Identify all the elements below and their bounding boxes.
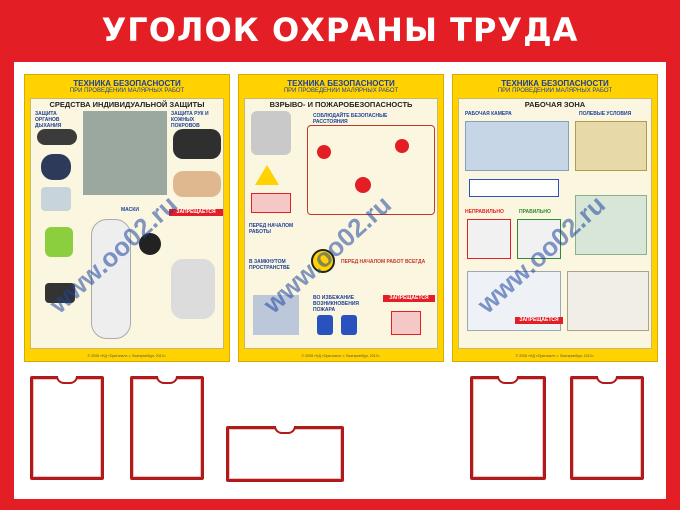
document-pocket[interactable] <box>130 376 204 480</box>
document-pocket[interactable] <box>570 376 644 480</box>
fire-forbidden-image <box>391 311 421 335</box>
scaffold-scene-image <box>567 271 649 331</box>
pocket-notch <box>56 376 78 384</box>
poster-label: В ЗАМКНУТОМ ПРОСТРАНСТВЕ <box>249 259 290 271</box>
poster-label: ПРАВИЛЬНО <box>519 209 551 215</box>
banned-banner: ЗАПРЕЩАЕТСЯ <box>169 209 223 216</box>
headphones-image <box>139 233 161 255</box>
poster-header: ТЕХНИКА БЕЗОПАСНОСТИ <box>73 79 181 88</box>
banned-banner: ЗАПРЕЩАЕТСЯ <box>383 295 435 302</box>
poster-label: НЕПРАВИЛЬНО <box>465 209 504 215</box>
poster-footer: © 2008 «НД «Оригинал», г. Екатеринбург, … <box>301 354 381 358</box>
poster-section-title: ВЗРЫВО- И ПОЖАРОБЕЗОПАСНОСТЬ <box>269 100 413 109</box>
hazard-point-icon <box>395 139 409 153</box>
poster-label: ПОЛЕВЫЕ УСЛОВИЯ <box>579 111 632 117</box>
office-scene-image <box>253 295 299 335</box>
paint-booth-image <box>465 121 569 171</box>
safety-signs-row <box>469 179 559 197</box>
right-example-image <box>517 219 561 259</box>
gloves-image <box>173 129 221 159</box>
stand-board: ТЕХНИКА БЕЗОПАСНОСТИ ПРИ ПРОВЕДЕНИИ МАЛЯ… <box>14 62 666 499</box>
hands-cream-image <box>173 171 221 197</box>
biohazard-icon <box>311 249 335 273</box>
poster-subheader: ПРИ ПРОВЕДЕНИИ МАЛЯРНЫХ РАБОТ <box>497 88 613 94</box>
poster-label: СОБЛЮДАЙТЕ БЕЗОПАСНЫЕ РАССТОЯНИЯ <box>313 113 388 125</box>
poster-work-zone: ТЕХНИКА БЕЗОПАСНОСТИ ПРИ ПРОВЕДЕНИИ МАЛЯ… <box>452 74 658 362</box>
poster-label: РАБОЧАЯ КАМЕРА <box>465 111 512 117</box>
wrong-example-image <box>467 219 511 259</box>
distance-diagram <box>307 125 435 215</box>
coverall-image <box>171 259 215 319</box>
poster-fire-safety: ТЕХНИКА БЕЗОПАСНОСТИ ПРИ ПРОВЕДЕНИИ МАЛЯ… <box>238 74 444 362</box>
hazard-point-icon <box>355 177 371 193</box>
face-shield-image <box>41 187 71 211</box>
poster-subheader: ПРИ ПРОВЕДЕНИИ МАЛЯРНЫХ РАБОТ <box>69 88 185 94</box>
poster-header: ТЕХНИКА БЕЗОПАСНОСТИ <box>501 79 609 88</box>
banned-banner: ЗАПРЕЩАЕТСЯ <box>515 317 563 324</box>
warning-triangle-icon <box>255 165 279 185</box>
stand-title: УГОЛОК ОХРАНЫ ТРУДА <box>101 11 579 49</box>
poster-label: ПЕРЕД НАЧАЛОМ РАБОТ ВСЕГДА <box>341 259 426 265</box>
paint-sprayer-image <box>251 111 291 155</box>
poster-subheader: ПРИ ПРОВЕДЕНИИ МАЛЯРНЫХ РАБОТ <box>283 88 399 94</box>
worker-photo <box>83 111 167 195</box>
pocket-notch <box>497 376 519 384</box>
pocket-notch <box>274 426 296 434</box>
poster-label: ПЕРЕД НАЧАЛОМ РАБОТЫ <box>249 223 294 235</box>
poster-label: ЗАЩИТА ОРГАНОВ ДЫХАНИЯ <box>35 111 62 129</box>
poster-body: ВЗРЫВО- И ПОЖАРОБЕЗОПАСНОСТЬ СОБЛЮДАЙТЕ … <box>244 98 438 349</box>
poster-body: РАБОЧАЯ ЗОНА РАБОЧАЯ КАМЕРА ПОЛЕВЫЕ УСЛО… <box>458 98 652 349</box>
gas-mask-image <box>41 154 71 180</box>
document-pocket-landscape[interactable] <box>226 426 344 482</box>
respirator-image <box>37 129 77 145</box>
paint-can-icon <box>341 315 357 335</box>
field-conditions-image <box>575 121 647 171</box>
boots-image <box>45 283 75 303</box>
protective-suit-image <box>91 219 131 339</box>
poster-header: ТЕХНИКА БЕЗОПАСНОСТИ <box>287 79 395 88</box>
poster-ppe: ТЕХНИКА БЕЗОПАСНОСТИ ПРИ ПРОВЕДЕНИИ МАЛЯ… <box>24 74 230 362</box>
earplugs-image <box>45 227 73 257</box>
pocket-notch <box>156 376 178 384</box>
spray-scene-image <box>575 195 647 255</box>
hazard-point-icon <box>317 145 331 159</box>
poster-section-title: РАБОЧАЯ ЗОНА <box>524 100 586 109</box>
poster-footer: © 2008 «НД «Оригинал», г. Екатеринбург, … <box>515 354 595 358</box>
document-pocket[interactable] <box>470 376 546 480</box>
worker-scene-image <box>467 271 561 331</box>
document-pocket[interactable] <box>30 376 104 480</box>
poster-label: ВО ИЗБЕЖАНИЕ ВОЗНИКНОВЕНИЯ ПОЖАРА <box>313 295 360 313</box>
poster-section-title: СРЕДСТВА ИНДИВИДУАЛЬНОЙ ЗАЩИТЫ <box>49 100 205 109</box>
poster-body: СРЕДСТВА ИНДИВИДУАЛЬНОЙ ЗАЩИТЫ ЗАЩИТА ОР… <box>30 98 224 349</box>
poster-label: МАСКИ <box>121 207 139 213</box>
poster-footer: © 2008 «НД «Оригинал», г. Екатеринбург, … <box>87 354 167 358</box>
paint-can-icon <box>317 315 333 335</box>
pocket-notch <box>596 376 618 384</box>
forbidden-image <box>251 193 291 213</box>
poster-label: ЗАЩИТА РУК И КОЖНЫХ ПОКРОВОВ <box>171 111 209 129</box>
